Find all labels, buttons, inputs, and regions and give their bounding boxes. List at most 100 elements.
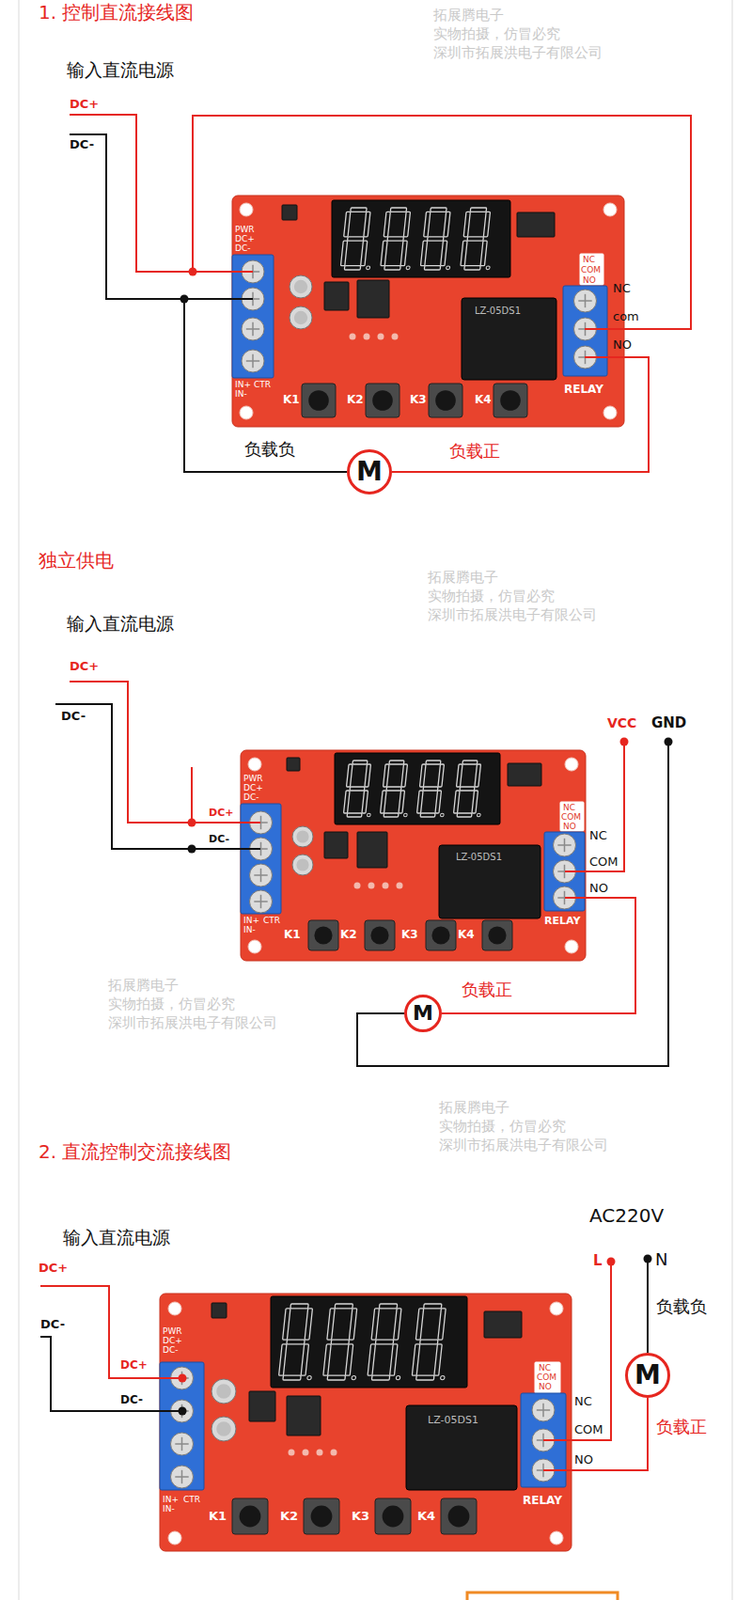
terminal-label: NO: [612, 338, 632, 353]
segment: [420, 813, 436, 817]
silk-label: PWR: [162, 1326, 183, 1336]
silk-label: PWR: [235, 224, 255, 235]
segment: [471, 790, 479, 814]
led-display: [331, 200, 511, 278]
wire-label: DC-: [40, 1317, 65, 1332]
decimal-point: [403, 813, 408, 817]
segment: [390, 1344, 398, 1376]
signal-label: L: [593, 1253, 603, 1269]
segment: [467, 236, 484, 241]
smd-part: [484, 1311, 522, 1338]
capacitor-top: [294, 311, 308, 325]
mounting-hole: [564, 940, 579, 954]
seven-seg-digit: [411, 1303, 453, 1380]
wire-label: DC-: [208, 833, 230, 846]
page-frame: [731, 0, 734, 1600]
seven-seg-digit: [322, 1303, 363, 1380]
button-label: K2: [280, 1509, 298, 1524]
smd-part: [507, 763, 542, 786]
solder-pad: [377, 333, 385, 341]
wire-label: DC+: [69, 659, 99, 674]
smd-part: [517, 212, 555, 237]
junction-dot: [607, 1257, 616, 1267]
segment: [427, 236, 444, 241]
silk-label: CTR: [263, 915, 281, 925]
capacitor: [289, 306, 313, 329]
watermark: 拓展腾电子: [108, 977, 179, 994]
seven-seg-digit: [453, 760, 486, 817]
wire: [40, 1285, 183, 1379]
silk-label: COM: [536, 1372, 557, 1382]
silk-box: [560, 801, 584, 831]
segment: [393, 1308, 402, 1340]
segment: [483, 211, 490, 236]
segment: [380, 790, 388, 814]
silk-label: DC-: [243, 792, 259, 802]
silk-label: CTR: [183, 1494, 201, 1504]
load-label: 负载正: [449, 441, 501, 462]
mounting-hole: [168, 1531, 182, 1545]
button-label: K1: [283, 928, 301, 942]
segment: [435, 790, 442, 814]
junction-dot: [178, 1407, 188, 1416]
segment: [423, 1303, 442, 1309]
smd-part: [286, 1395, 321, 1436]
signal-label: GND: [651, 715, 687, 732]
load-label: 负载正: [656, 1417, 707, 1438]
tact-switch: [232, 1498, 268, 1535]
section-heading: 2. 直流控制交流接线图: [38, 1141, 232, 1163]
switch-cap: [487, 925, 506, 944]
segment: [330, 1339, 349, 1345]
segment: [420, 240, 427, 266]
terminal-screw: [171, 1465, 194, 1489]
wire: [357, 741, 669, 1066]
capacitor: [211, 1416, 236, 1442]
segment: [443, 211, 451, 236]
signal-label: VCC: [607, 715, 637, 731]
button-label: K2: [340, 928, 358, 942]
segment: [323, 1344, 331, 1376]
segment: [456, 813, 472, 817]
segment: [454, 790, 461, 814]
junction-dot: [620, 737, 629, 747]
seven-seg-digit: [460, 207, 497, 270]
segment: [462, 760, 478, 765]
capacitor-top: [216, 1383, 232, 1399]
seven-seg-digit: [278, 1303, 319, 1380]
segment: [400, 240, 408, 266]
signal-label: N: [655, 1250, 668, 1270]
silk-label: NC: [538, 1363, 551, 1373]
smd-part: [324, 282, 349, 311]
wire-label: DC-: [120, 1394, 143, 1408]
segment: [423, 211, 431, 236]
segment: [361, 790, 369, 814]
wire: [543, 1261, 611, 1441]
screw-slot: [564, 838, 566, 852]
screw-slot: [251, 354, 254, 368]
silk-label: NO: [538, 1381, 552, 1392]
segment: [389, 760, 405, 765]
seven-seg-digit: [367, 1303, 408, 1380]
bottom-box: [467, 1592, 618, 1600]
terminal-screw: [171, 1432, 194, 1456]
segment: [401, 764, 408, 787]
segment: [363, 211, 371, 236]
mounting-hole: [564, 757, 579, 771]
terminal-label: COM: [589, 855, 619, 870]
motor-circle: M: [404, 994, 442, 1033]
smd-part: [211, 1302, 227, 1318]
button-label: K4: [417, 1509, 436, 1524]
switch-cap: [308, 390, 329, 411]
silk-label: IN+: [235, 379, 251, 390]
segment: [300, 1344, 309, 1376]
segment: [327, 1308, 335, 1340]
switch-cap: [313, 925, 332, 944]
mounting-hole: [549, 1531, 564, 1545]
segment: [286, 1339, 305, 1345]
smd-part: [324, 831, 348, 859]
junction-dot: [188, 845, 197, 854]
silk-label: NC: [582, 254, 596, 265]
decimal-point: [351, 1375, 357, 1379]
tact-switch: [303, 1498, 340, 1535]
